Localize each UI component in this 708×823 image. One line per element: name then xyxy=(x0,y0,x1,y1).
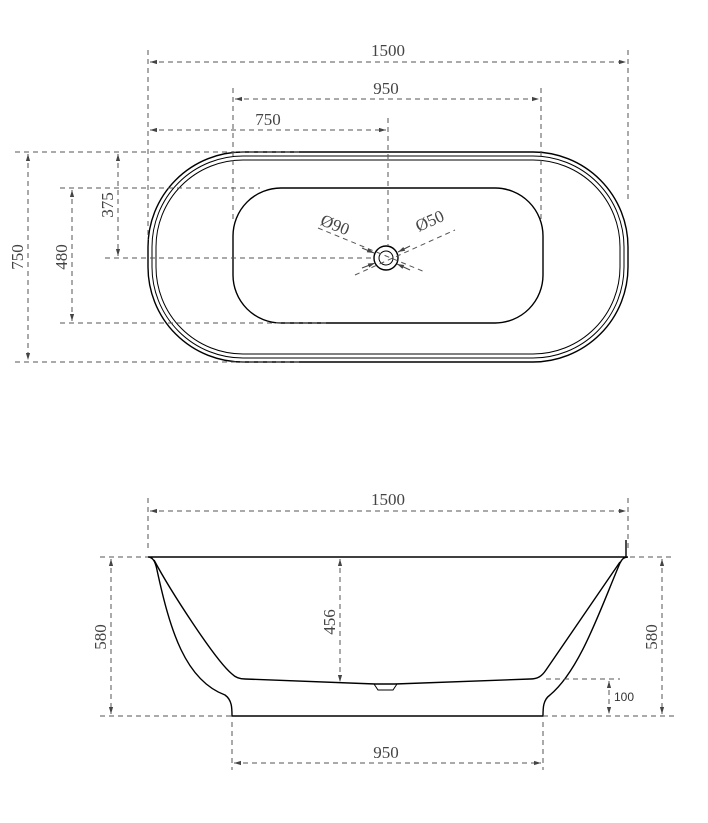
top-overall-width-label: 750 xyxy=(8,244,27,270)
drain-outer-diameter-label: Ø90 xyxy=(318,211,352,240)
top-drain-offset-y-label: 375 xyxy=(98,192,117,218)
side-height-right-label: 580 xyxy=(642,624,661,650)
drain-outer xyxy=(373,245,399,271)
top-basin-length-label: 950 xyxy=(373,79,399,98)
side-overall-length-label: 1500 xyxy=(371,490,405,509)
base-length-label: 950 xyxy=(373,743,399,762)
top-drain-offset-x-label: 750 xyxy=(255,110,281,129)
side-view: 1500 580 580 456 100 950 xyxy=(91,490,675,770)
base-height-label: 100 xyxy=(614,690,634,704)
tub-side-profile-inner xyxy=(153,559,621,685)
tub-basin xyxy=(232,187,544,324)
inner-depth-label: 456 xyxy=(320,609,339,635)
side-height-left-label: 580 xyxy=(91,624,110,650)
tub-rim-outer xyxy=(147,151,629,363)
drain-inner-diameter-label: Ø50 xyxy=(413,206,447,235)
tub-side-profile-outer xyxy=(147,540,629,717)
tub-rim-inner xyxy=(155,159,621,355)
top-view: 1500 950 750 750 480 375 Ø90 Ø50 xyxy=(8,41,629,363)
drain-bump xyxy=(373,683,398,691)
top-basin-width-label: 480 xyxy=(52,244,71,270)
drain-inner xyxy=(378,250,394,266)
top-overall-length-label: 1500 xyxy=(371,41,405,60)
